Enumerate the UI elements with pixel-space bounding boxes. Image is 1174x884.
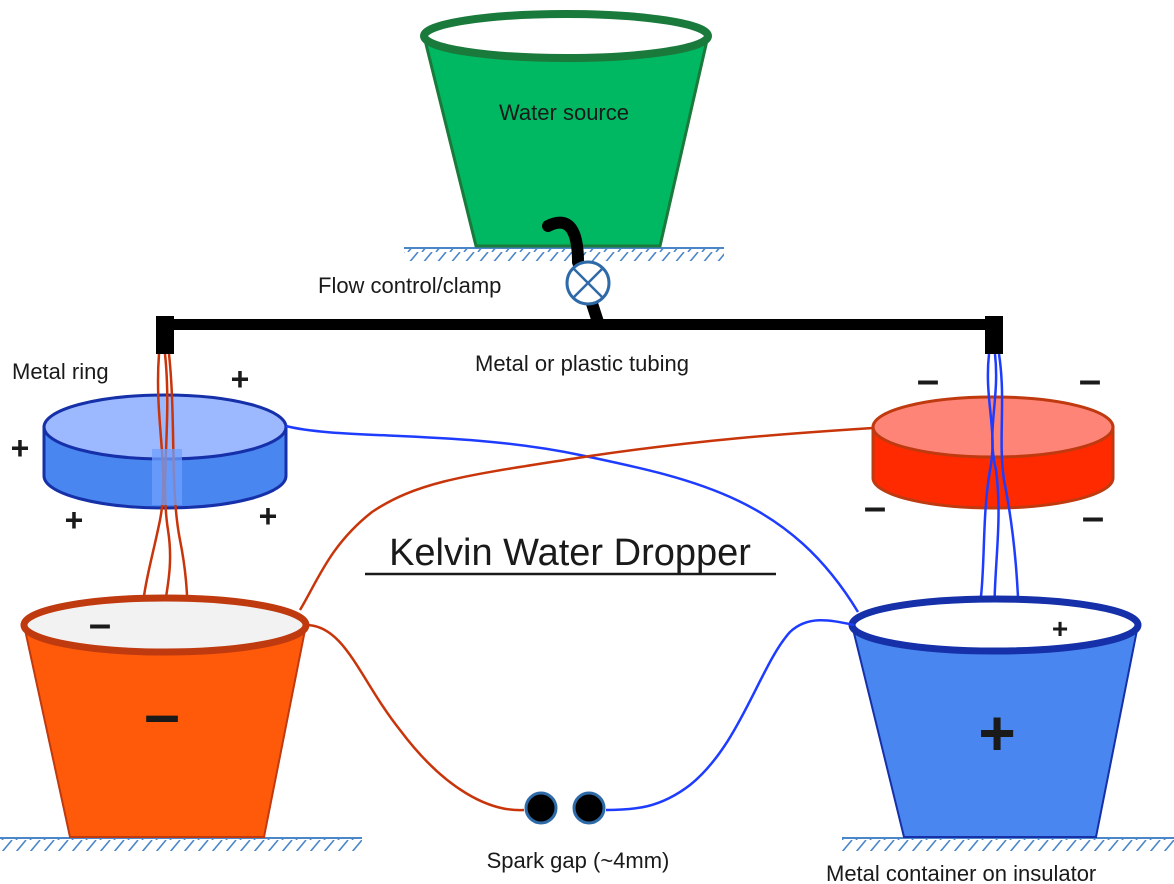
- water-source-bucket: Water source: [420, 10, 712, 248]
- tubing: [156, 316, 1003, 354]
- spark-ball-left-icon: [524, 791, 558, 825]
- metal-container-label: Metal container on insulator: [826, 861, 1096, 884]
- minus-sign: –: [864, 485, 886, 529]
- ground-hatch-left: [0, 837, 362, 851]
- metal-ring-label: Metal ring: [12, 359, 109, 384]
- plus-sign: +: [65, 502, 84, 538]
- tubing-label: Metal or plastic tubing: [475, 351, 689, 376]
- spark-gap-label: Spark gap (~4mm): [487, 848, 670, 873]
- plus-sign: +: [11, 430, 30, 466]
- container-plus-sign: +: [978, 697, 1015, 769]
- flow-control-clamp-icon[interactable]: [565, 260, 611, 306]
- right-water-streams: [972, 353, 1022, 641]
- left-ring-stream-overlay: [152, 449, 182, 505]
- diagram-title: Kelvin Water Dropper: [389, 532, 751, 574]
- hose: [542, 216, 604, 328]
- minus-sign: –: [917, 358, 939, 402]
- wire-blue-ring-to-right-container: [285, 424, 860, 613]
- minus-sign: –: [1079, 358, 1101, 402]
- plus-sign: +: [231, 361, 250, 397]
- left-metal-container: [20, 594, 310, 838]
- ground-hatch-right: [842, 837, 1174, 851]
- water-source-label: Water source: [499, 100, 629, 125]
- plus-sign: +: [259, 498, 278, 534]
- minus-sign: –: [89, 602, 111, 646]
- container-minus-sign: –: [144, 678, 180, 750]
- wire-right-container-to-spark: [605, 619, 855, 812]
- flow-control-label: Flow control/clamp: [318, 273, 501, 298]
- wire-red-ring-to-left-container: [298, 426, 874, 611]
- spark-gap: [524, 791, 606, 825]
- plus-sign: +: [1052, 613, 1068, 644]
- wire-left-container-to-spark: [305, 623, 525, 812]
- minus-sign: –: [1082, 495, 1104, 539]
- spark-ball-right-icon: [572, 791, 606, 825]
- ground-hatch-top: [404, 247, 724, 261]
